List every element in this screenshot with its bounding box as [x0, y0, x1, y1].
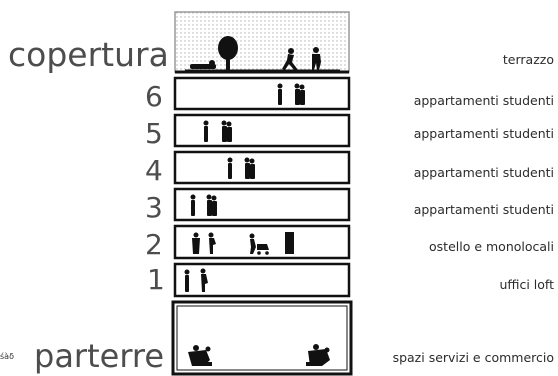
floor-box-2 — [173, 224, 351, 260]
use-label-1: uffici loft — [499, 277, 554, 292]
level-label-parterre: parterre — [34, 337, 165, 375]
level-label-2: 2 — [145, 228, 163, 261]
use-label-3: appartamenti studenti — [413, 202, 554, 217]
level-label-4: 4 — [145, 154, 163, 187]
use-label-2: ostello e monolocali — [429, 239, 554, 254]
level-label-5: 5 — [145, 117, 163, 150]
floor-box-4 — [173, 150, 351, 185]
seated-group-icon — [306, 344, 330, 366]
use-label-5: appartamenti studenti — [413, 126, 554, 141]
parterre-inner-line — [176, 305, 348, 371]
people-icon — [277, 83, 305, 105]
reclining-figure-icon — [190, 60, 216, 69]
people-icon — [190, 194, 217, 216]
use-label-4: appartamenti studenti — [413, 165, 554, 180]
level-label-1: 1 — [147, 263, 165, 296]
person-walking-icon — [312, 47, 321, 70]
corner-mark: śàδ — [0, 352, 14, 361]
floor-box-5 — [173, 113, 351, 148]
level-label-6: 6 — [145, 80, 163, 113]
tree-icon — [218, 36, 238, 70]
floor-box-6 — [173, 76, 351, 111]
floor-box-copertura — [174, 11, 350, 73]
running-figure-icon — [282, 48, 298, 71]
seated-group-icon — [188, 345, 212, 366]
people-icon — [192, 232, 216, 254]
floor-box-1 — [173, 262, 351, 298]
level-label-3: 3 — [145, 191, 163, 224]
people-icon — [184, 268, 208, 292]
floor-box-3 — [173, 187, 351, 222]
use-label-parterre: spazi servizi e commercio — [392, 350, 554, 365]
use-label-copertura: terrazzo — [502, 52, 554, 67]
door-icon — [285, 232, 294, 254]
people-icon — [227, 157, 255, 179]
use-label-6: appartamenti studenti — [413, 93, 554, 108]
people-icon — [203, 120, 232, 142]
stroller-icon — [249, 233, 269, 255]
level-label-copertura: copertura — [8, 35, 169, 74]
